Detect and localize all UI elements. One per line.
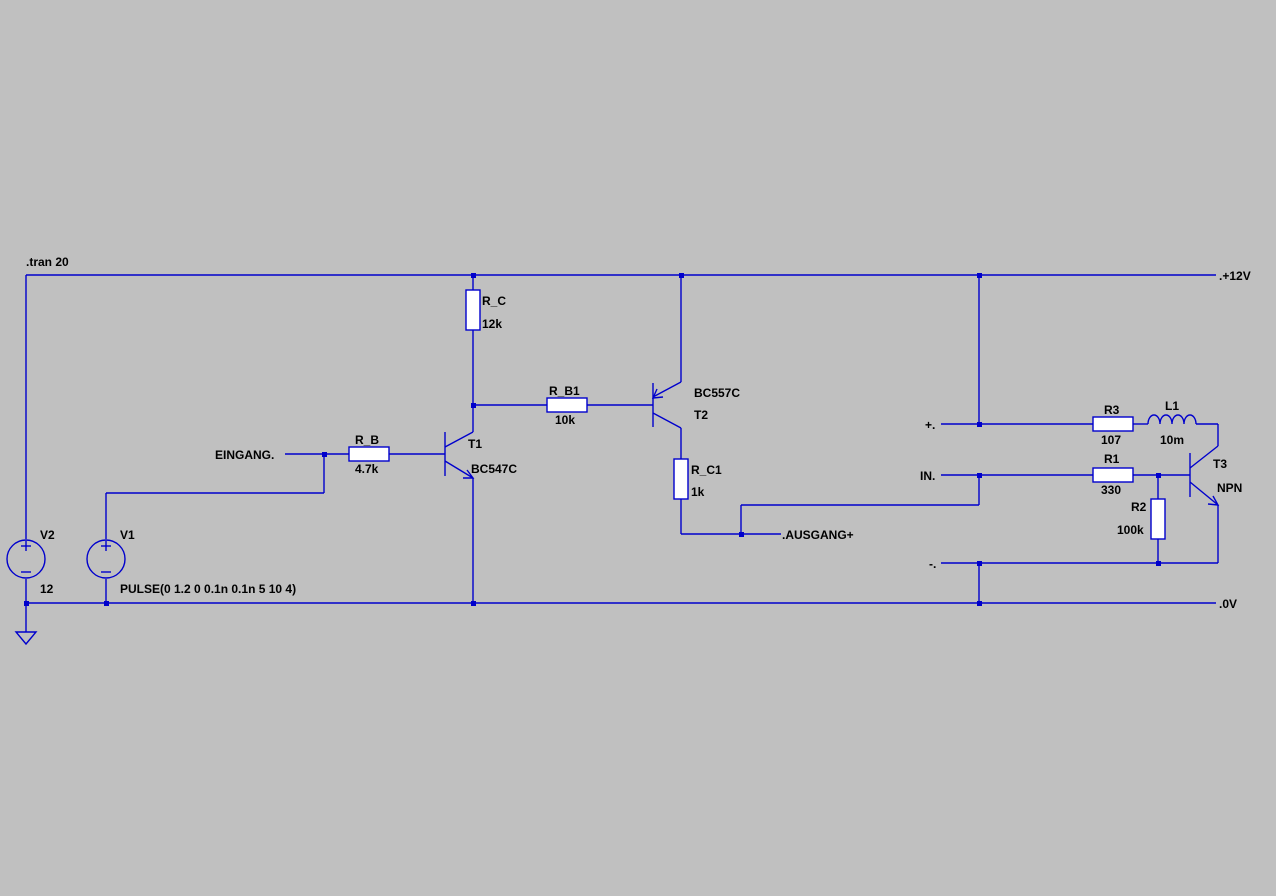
net-label-input: EINGANG. [215, 448, 274, 462]
net-label-minus: -. [929, 557, 936, 571]
resistor-r2[interactable] [1150, 498, 1166, 540]
t1-ref: T1 [468, 437, 482, 451]
r-c1-ref: R_C1 [691, 463, 722, 477]
r3-ref: R3 [1104, 403, 1120, 417]
r-c-value: 12k [482, 317, 502, 331]
net-label-plus: +. [925, 418, 935, 432]
r3-value: 107 [1101, 433, 1121, 447]
ground-symbol [14, 631, 38, 646]
wires [25, 274, 1219, 632]
resistor-r3[interactable] [1092, 416, 1134, 432]
transistor-t2[interactable] [651, 381, 682, 429]
r-b1-value: 10k [555, 413, 575, 427]
r-c-ref: R_C [482, 294, 506, 308]
voltage-source-v1[interactable] [86, 539, 126, 579]
transistor-t1[interactable] [444, 431, 475, 479]
l1-value: 10m [1160, 433, 1184, 447]
t2-value: BC557C [694, 386, 740, 400]
v2-value: 12 [40, 582, 54, 596]
voltage-source-v2[interactable] [6, 539, 46, 579]
resistor-r1[interactable] [1092, 467, 1134, 483]
r2-ref: R2 [1131, 500, 1147, 514]
tran-directive: .tran 20 [26, 255, 69, 269]
net-label-output: .AUSGANG+ [782, 528, 854, 542]
net-label-supply: .+12V [1219, 269, 1251, 283]
r-b1-ref: R_B1 [549, 384, 580, 398]
resistor-r-b1[interactable] [546, 397, 588, 413]
t3-ref: T3 [1213, 457, 1227, 471]
net-label-in: IN. [920, 469, 935, 483]
v1-value: PULSE(0 1.2 0 0.1n 0.1n 5 10 4) [120, 582, 296, 596]
net-label-ground: .0V [1219, 597, 1237, 611]
resistor-r-b[interactable] [348, 446, 390, 462]
r1-value: 330 [1101, 483, 1121, 497]
t2-ref: T2 [694, 408, 708, 422]
v2-ref: V2 [40, 528, 55, 542]
t1-value: BC547C [471, 462, 517, 476]
v1-ref: V1 [120, 528, 135, 542]
r-b-ref: R_B [355, 433, 379, 447]
r2-value: 100k [1117, 523, 1144, 537]
junction-dots [24, 273, 1161, 606]
transistor-t3[interactable] [1189, 445, 1220, 506]
r-b-value: 4.7k [355, 462, 379, 476]
l1-ref: L1 [1165, 399, 1179, 413]
inductor-l1[interactable] [1147, 414, 1197, 425]
r1-ref: R1 [1104, 452, 1120, 466]
r-c1-value: 1k [691, 485, 705, 499]
resistor-r-c[interactable] [465, 289, 481, 331]
resistor-r-c1[interactable] [673, 458, 689, 500]
t3-value: NPN [1217, 481, 1242, 495]
